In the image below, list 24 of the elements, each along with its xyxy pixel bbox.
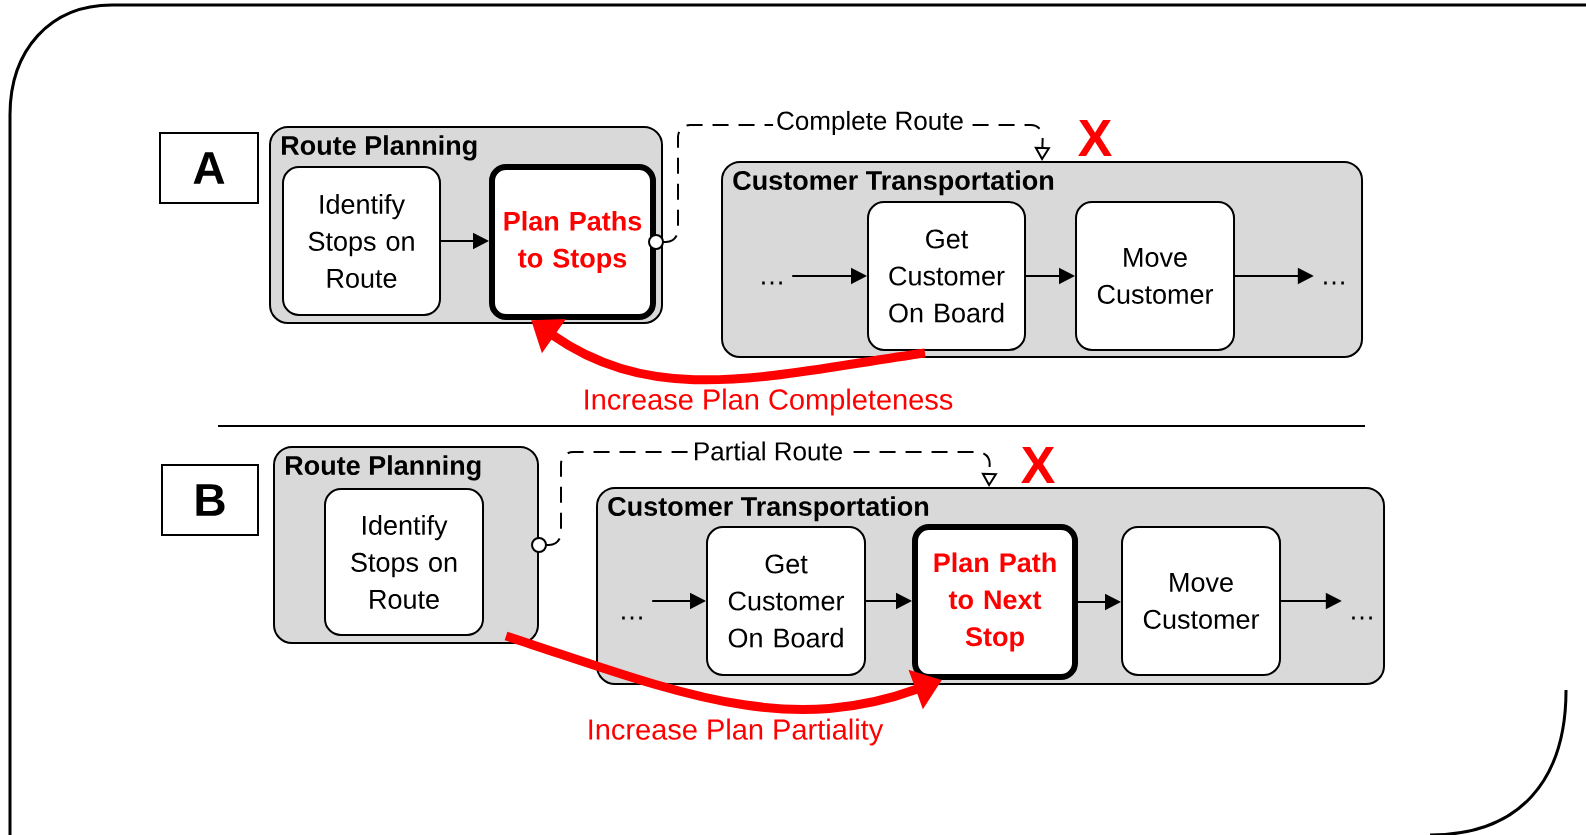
edge-label: Increase Plan Partiality: [583, 715, 887, 749]
highlighted-process-box: Plan Path to Next Stop: [912, 524, 1078, 680]
ellipsis-text: …: [1352, 616, 1372, 620]
process-box: Move Customer: [1075, 201, 1235, 351]
process-box: Move Customer: [1121, 526, 1281, 676]
process-box: Identify Stops on Route: [282, 166, 441, 316]
group-heading: Route Planning: [286, 455, 481, 481]
group-heading: Customer Transportation: [608, 496, 929, 522]
cross-mark: X: [1021, 447, 1055, 483]
process-box: Get Customer On Board: [867, 201, 1026, 351]
panel-letter-box: A: [159, 132, 259, 204]
ellipsis-text: …: [1324, 281, 1344, 285]
group-heading: Customer Transportation: [733, 170, 1054, 196]
edge-label: Complete Route: [773, 107, 967, 139]
panel-letter-box: B: [161, 464, 259, 536]
cross-mark: X: [1078, 120, 1112, 156]
process-box: Identify Stops on Route: [324, 488, 484, 636]
process-box: Get Customer On Board: [706, 526, 866, 676]
ellipsis-text: …: [762, 281, 782, 285]
edge-label: Increase Plan Completeness: [579, 385, 957, 419]
highlighted-process-box: Plan Paths to Stops: [489, 164, 656, 320]
group-heading: Route Planning: [282, 135, 477, 161]
ellipsis-text: …: [622, 616, 642, 620]
edge-label: Partial Route: [689, 438, 847, 464]
